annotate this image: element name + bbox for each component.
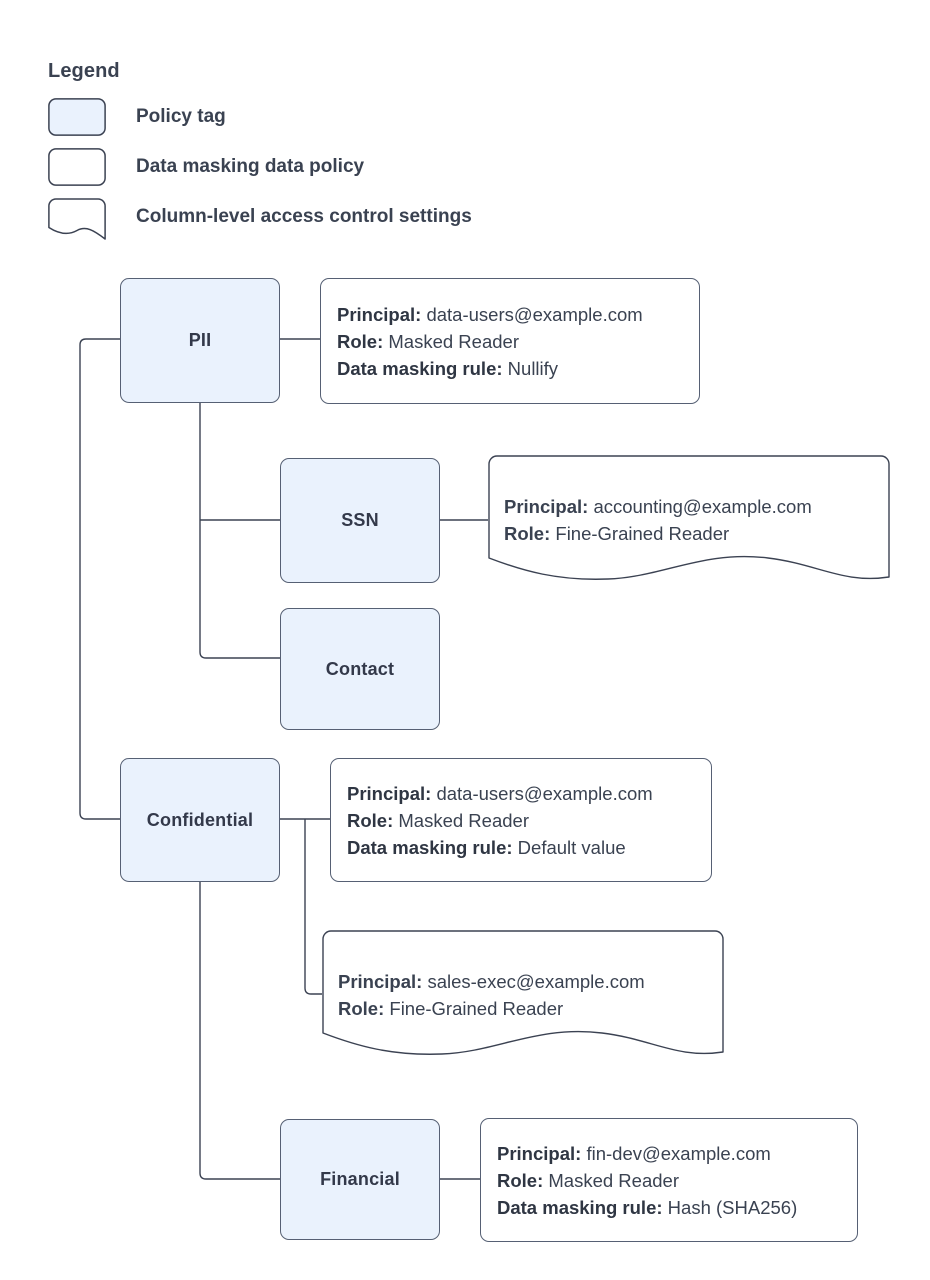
policy-rule-line: Data masking rule: Default value	[347, 834, 695, 861]
role-value: Fine-Grained Reader	[555, 523, 730, 544]
policy-principal-line: Principal: fin-dev@example.com	[497, 1140, 841, 1167]
policy-tag-node-contact[interactable]: Contact	[280, 608, 440, 730]
role-value: Fine-Grained Reader	[389, 998, 564, 1019]
principal-label: Principal:	[504, 496, 589, 517]
legend-item-column-acl: Column-level access control settings	[48, 198, 472, 240]
legend-item-data-policy: Data masking data policy	[48, 148, 364, 186]
policy-tag-label-ssn: SSN	[341, 510, 379, 530]
policy-principal-line: Principal: accounting@example.com	[504, 493, 874, 520]
data-policy-swatch-icon	[48, 148, 106, 186]
column-acl-content: Principal: accounting@example.com Role: …	[504, 493, 874, 547]
principal-label: Principal:	[337, 303, 422, 325]
policy-rule-line: Data masking rule: Hash (SHA256)	[497, 1194, 841, 1221]
policy-tag-label-financial: Financial	[320, 1169, 400, 1189]
policy-rule-line: Data masking rule: Nullify	[337, 355, 683, 382]
data-policy-box-pii[interactable]: Principal: data-users@example.com Role: …	[320, 278, 700, 404]
principal-value: data-users@example.com	[426, 303, 643, 325]
rule-label: Data masking rule:	[337, 357, 503, 379]
column-acl-box-confidential[interactable]: Principal: sales-exec@example.com Role: …	[322, 930, 724, 1060]
policy-role-line: Role: Fine-Grained Reader	[504, 520, 874, 547]
column-acl-box-ssn[interactable]: Principal: accounting@example.com Role: …	[488, 455, 890, 585]
role-value: Masked Reader	[548, 1169, 679, 1191]
principal-value: sales-exec@example.com	[427, 971, 645, 992]
principal-label: Principal:	[497, 1142, 582, 1164]
legend-label-policy-tag: Policy tag	[136, 106, 226, 127]
legend-label-column-acl: Column-level access control settings	[136, 206, 472, 227]
policy-tag-label-confidential: Confidential	[146, 809, 254, 830]
legend-title: Legend	[48, 60, 120, 82]
rule-value: Nullify	[507, 357, 559, 379]
role-label: Role:	[347, 809, 394, 831]
policy-tag-label-contact: Contact	[325, 658, 395, 679]
role-label: Role:	[504, 523, 551, 544]
legend-label-data-policy: Data masking data policy	[136, 156, 365, 177]
policy-principal-line: Principal: data-users@example.com	[337, 301, 683, 328]
policy-tag-node-confidential[interactable]: Confidential	[120, 758, 280, 882]
data-policy-box-financial[interactable]: Principal: fin-dev@example.com Role: Mas…	[480, 1118, 858, 1242]
rule-value: Default value	[517, 836, 626, 858]
policy-role-line: Role: Masked Reader	[337, 328, 683, 355]
role-value: Masked Reader	[398, 809, 529, 831]
role-label: Role:	[338, 998, 385, 1019]
policy-tag-node-ssn[interactable]: SSN	[280, 458, 440, 583]
legend-item-policy-tag: Policy tag	[48, 98, 226, 136]
principal-label: Principal:	[338, 971, 423, 992]
principal-value: fin-dev@example.com	[586, 1142, 771, 1164]
policy-tag-node-financial[interactable]: Financial	[280, 1119, 440, 1240]
rule-value: Hash (SHA256)	[667, 1196, 798, 1218]
column-acl-content: Principal: sales-exec@example.com Role: …	[338, 968, 708, 1022]
policy-role-line: Role: Masked Reader	[347, 807, 695, 834]
policy-tag-node-pii[interactable]: PII	[120, 278, 280, 403]
policy-principal-line: Principal: sales-exec@example.com	[338, 968, 708, 995]
principal-value: data-users@example.com	[436, 782, 653, 804]
role-value: Masked Reader	[388, 330, 519, 352]
policy-tag-label-pii: PII	[188, 330, 212, 350]
policy-role-line: Role: Fine-Grained Reader	[338, 995, 708, 1022]
rule-label: Data masking rule:	[347, 836, 513, 858]
policy-tag-swatch-icon	[48, 98, 106, 136]
role-label: Role:	[497, 1169, 544, 1191]
principal-label: Principal:	[347, 782, 432, 804]
column-acl-swatch-icon	[48, 198, 106, 240]
data-policy-box-confidential[interactable]: Principal: data-users@example.com Role: …	[330, 758, 712, 882]
principal-value: accounting@example.com	[593, 496, 812, 517]
rule-label: Data masking rule:	[497, 1196, 663, 1218]
policy-principal-line: Principal: data-users@example.com	[347, 780, 695, 807]
role-label: Role:	[337, 330, 384, 352]
policy-role-line: Role: Masked Reader	[497, 1167, 841, 1194]
